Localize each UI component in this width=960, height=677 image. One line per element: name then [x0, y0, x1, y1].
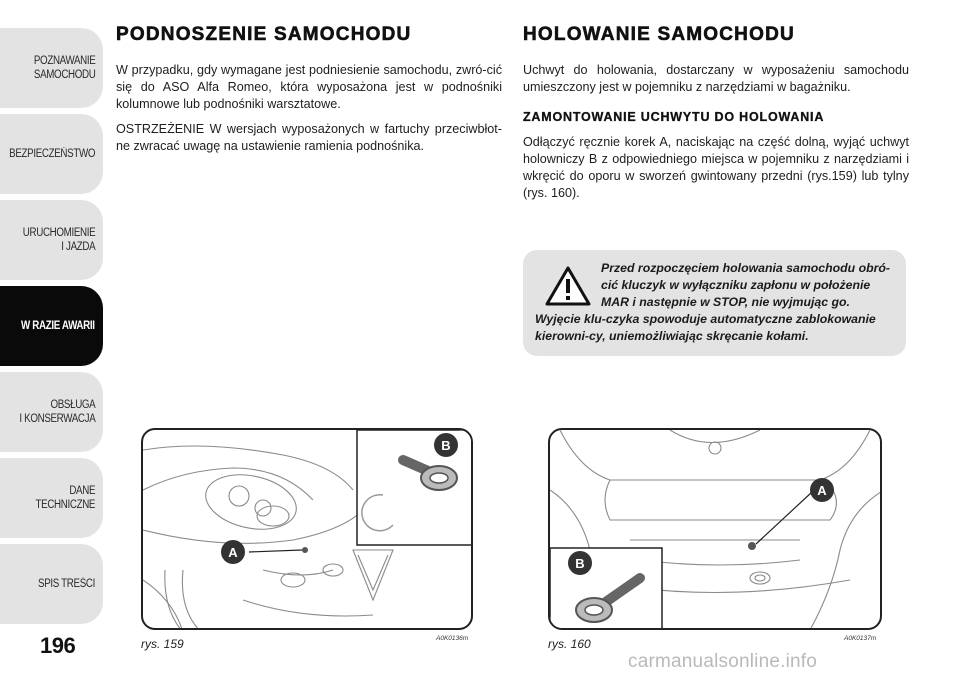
section-lifting: PODNOSZENIE SAMOCHODU W przypadku, gdy w… — [116, 24, 502, 163]
section-title: PODNOSZENIE SAMOCHODU — [116, 24, 412, 46]
callout-b-label: B — [575, 556, 584, 571]
page-number: 196 — [40, 633, 76, 658]
tab-obsluga-i-konserwacja[interactable]: OBSŁUGA I KONSERWACJA — [0, 372, 103, 452]
tab-w-razie-awarii[interactable]: W RAZIE AWARII — [0, 286, 103, 366]
warning-triangle-icon — [545, 266, 591, 306]
paragraph: W przypadku, gdy wymagane jest podniesie… — [116, 63, 502, 111]
tab-uruchomienie-i-jazda[interactable]: URUCHOMIENIE I JAZDA — [0, 200, 103, 280]
figure-caption: rys. 159 — [141, 637, 184, 651]
tab-label: DANE TECHNICZNE — [35, 485, 95, 511]
paragraph: OSTRZEŻENIE W wersjach wyposażonych w fa… — [116, 122, 502, 153]
warning-text: Przed rozpoczęciem holowania samochodu o… — [535, 261, 891, 343]
warning-box: Przed rozpoczęciem holowania samochodu o… — [523, 250, 906, 356]
figure-code: A0K0137m — [844, 635, 877, 642]
callout-b-label: B — [441, 438, 450, 453]
section-towing: HOLOWANIE SAMOCHODU Uchwyt do holowania,… — [523, 24, 909, 210]
callout-a-label: A — [228, 545, 238, 560]
tab-spis-tresci[interactable]: SPIS TREŚCI — [0, 544, 103, 624]
front-car-illustration: A B — [143, 430, 471, 628]
tab-poznawanie-samochodu[interactable]: POZNAWANIE SAMOCHODU — [0, 28, 103, 108]
section-title: HOLOWANIE SAMOCHODU — [523, 24, 795, 46]
tab-label: OBSŁUGA I KONSERWACJA — [19, 399, 95, 425]
paragraph: Odłączyć ręcznie korek A, naciskając na … — [523, 135, 909, 200]
figure-160-rear-tow-point: A B — [548, 428, 882, 630]
tab-label: POZNAWANIE SAMOCHODU — [33, 55, 95, 81]
paragraph: Uchwyt do holowania, dostarczany w wypos… — [523, 63, 909, 94]
callout-a-label: A — [817, 483, 827, 498]
figure-159-front-tow-point: A B — [141, 428, 473, 630]
tab-label: W RAZIE AWARII — [21, 320, 95, 332]
tab-label: SPIS TREŚCI — [38, 578, 95, 590]
figure-caption: rys. 160 — [548, 637, 591, 651]
tab-dane-techniczne[interactable]: DANE TECHNICZNE — [0, 458, 103, 538]
tab-label: BEZPIECZEŃSTWO — [9, 148, 95, 160]
rear-car-illustration: A B — [550, 430, 880, 628]
figure-code: A0K0136m — [436, 635, 469, 642]
tab-label: URUCHOMIENIE I JAZDA — [22, 227, 95, 253]
tab-bezpieczenstwo[interactable]: BEZPIECZEŃSTWO — [0, 114, 103, 194]
subsection-title: ZAMONTOWANIE UCHWYTU DO HOLOWANIA — [523, 110, 825, 124]
watermark: carmanualsonline.info — [628, 651, 818, 672]
